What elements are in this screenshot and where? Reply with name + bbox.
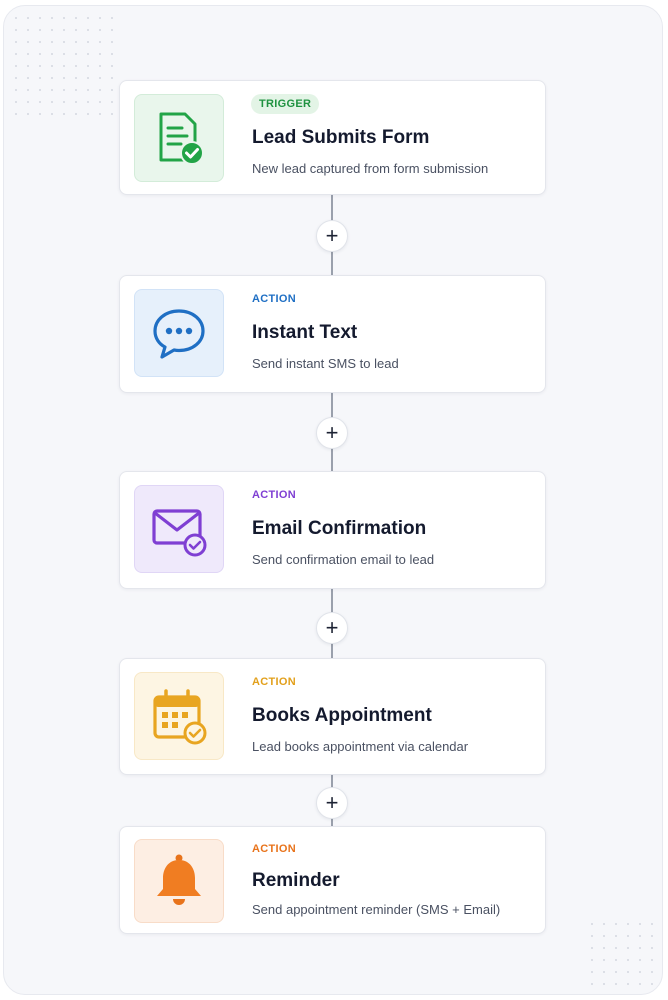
dot-pattern [10, 12, 120, 122]
step-description: Lead books appointment via calendar [252, 739, 469, 754]
step-type-badge: ACTION [252, 843, 296, 855]
step-card-trigger[interactable]: TRIGGER Lead Submits Form New lead captu… [119, 80, 546, 195]
step-description: Send appointment reminder (SMS + Email) [252, 902, 501, 917]
step-title: Lead Submits Form [252, 127, 430, 148]
step-icon-box [134, 485, 224, 573]
add-step-button[interactable]: + [316, 787, 348, 819]
bell-icon [157, 854, 201, 905]
step-title: Reminder [252, 870, 340, 891]
step-card-reminder[interactable]: ACTION Reminder Send appointment reminde… [119, 826, 546, 934]
step-icon-box [134, 672, 224, 760]
add-step-button[interactable]: + [316, 417, 348, 449]
add-step-button[interactable]: + [316, 220, 348, 252]
step-type-badge: ACTION [252, 676, 296, 688]
envelope-check-icon [152, 509, 207, 557]
step-title: Email Confirmation [252, 518, 427, 539]
step-card-instant-text[interactable]: ACTION Instant Text Send instant SMS to … [119, 275, 546, 393]
step-type-badge: ACTION [252, 293, 296, 305]
step-icon-box [134, 289, 224, 377]
step-card-email-confirmation[interactable]: ACTION Email Confirmation Send confirmat… [119, 471, 546, 589]
step-card-books-appointment[interactable]: ACTION Books Appointment Lead books appo… [119, 658, 546, 775]
chat-bubble-icon [153, 309, 205, 359]
step-type-badge: TRIGGER [251, 94, 320, 114]
form-check-icon [159, 112, 204, 165]
step-title: Instant Text [252, 322, 358, 343]
step-icon-box [134, 94, 224, 182]
step-description: Send instant SMS to lead [252, 356, 399, 371]
calendar-check-icon [153, 689, 207, 745]
dot-pattern [586, 918, 656, 988]
step-title: Books Appointment [252, 705, 432, 726]
step-icon-box [134, 839, 224, 923]
step-description: Send confirmation email to lead [252, 552, 435, 567]
add-step-button[interactable]: + [316, 612, 348, 644]
step-description: New lead captured from form submission [252, 161, 489, 176]
step-type-badge: ACTION [252, 489, 296, 501]
